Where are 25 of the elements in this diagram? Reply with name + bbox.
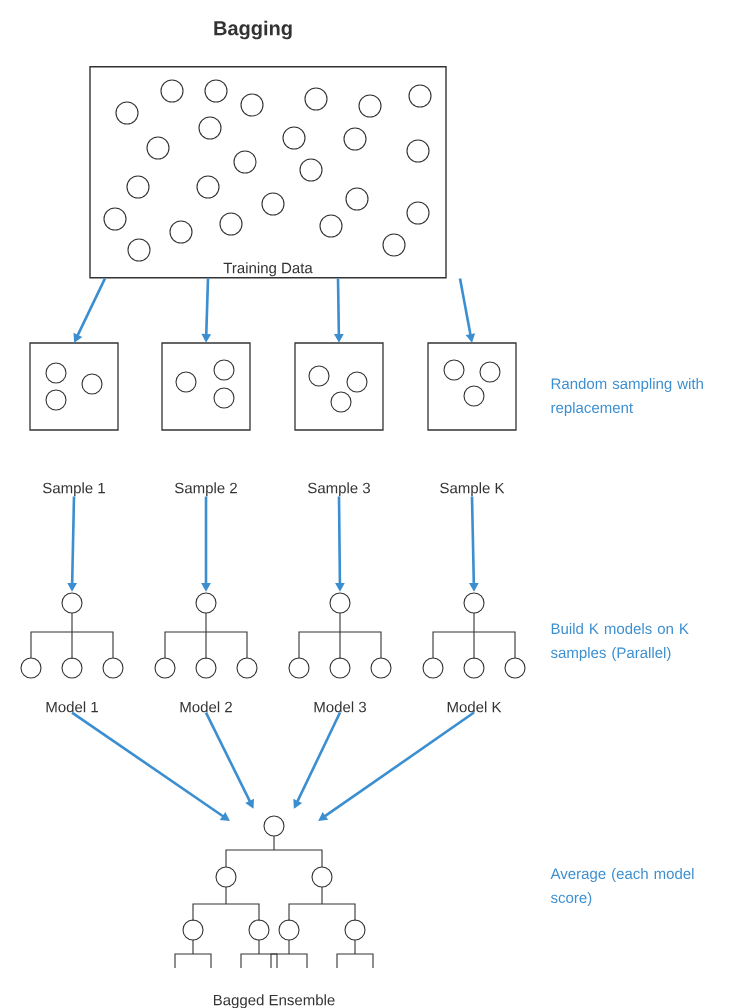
node-label: Model 1	[46, 701, 98, 713]
sample-box: Sample 3	[294, 342, 384, 497]
arrow	[71, 711, 230, 821]
model-tree: Model 2	[154, 592, 258, 713]
node-label: Sample 1	[42, 482, 105, 497]
node-label: Model 2	[180, 701, 232, 713]
title: Bagging	[214, 20, 292, 40]
sample-box: Sample 1	[29, 342, 119, 497]
node-label: Sample 2	[174, 482, 237, 497]
node-label: Model 3	[314, 701, 367, 713]
model-tree: Model 1	[20, 592, 124, 713]
training-data-box: Training Data	[89, 66, 447, 279]
node-label: Sample 3	[307, 482, 371, 497]
annotation: Build K models on K samples (Parallel)	[550, 623, 689, 661]
model-tree: Model K	[422, 592, 526, 713]
ensemble-tree: Bagged Ensemble	[174, 815, 374, 1008]
annotation: Average (each model score)	[550, 868, 694, 906]
sample-box: Sample K	[427, 342, 517, 497]
model-tree: Model 3	[288, 592, 392, 713]
arrow	[318, 711, 475, 821]
sample-box: Sample 2	[161, 342, 251, 497]
annotation: Random sampling with replacement	[551, 378, 703, 416]
node-label: Bagged Ensemble	[213, 994, 335, 1008]
node-label: Model K	[447, 701, 502, 713]
node-label: Sample K	[440, 482, 505, 497]
